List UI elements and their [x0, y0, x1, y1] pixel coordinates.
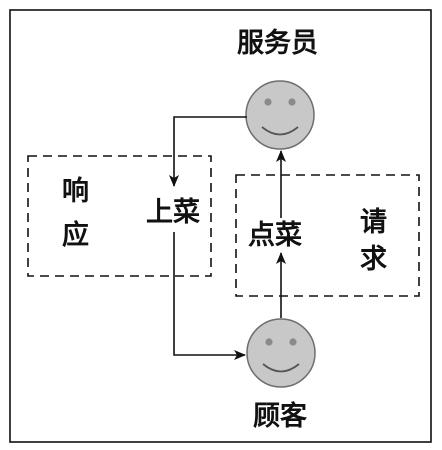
response-label-line2: 应: [62, 219, 89, 251]
request-label-line2: 求: [360, 244, 387, 275]
serve-dish-label: 上菜: [146, 197, 200, 228]
arrow-waiter-to-serve: [169, 116, 247, 187]
arrow-serve-to-customer: [173, 232, 246, 360]
waiter-label: 服务员: [237, 28, 318, 59]
waiter-smiley-icon: [245, 80, 315, 150]
response-label-line1: 响: [62, 175, 89, 207]
response-box: [27, 155, 212, 277]
request-box: [235, 174, 420, 297]
order-dish-label: 点菜: [248, 220, 302, 251]
customer-smiley-icon: [246, 318, 316, 388]
customer-label: 顾客: [253, 400, 308, 432]
outer-frame: [9, 9, 432, 443]
request-label-line1: 请: [360, 207, 387, 238]
